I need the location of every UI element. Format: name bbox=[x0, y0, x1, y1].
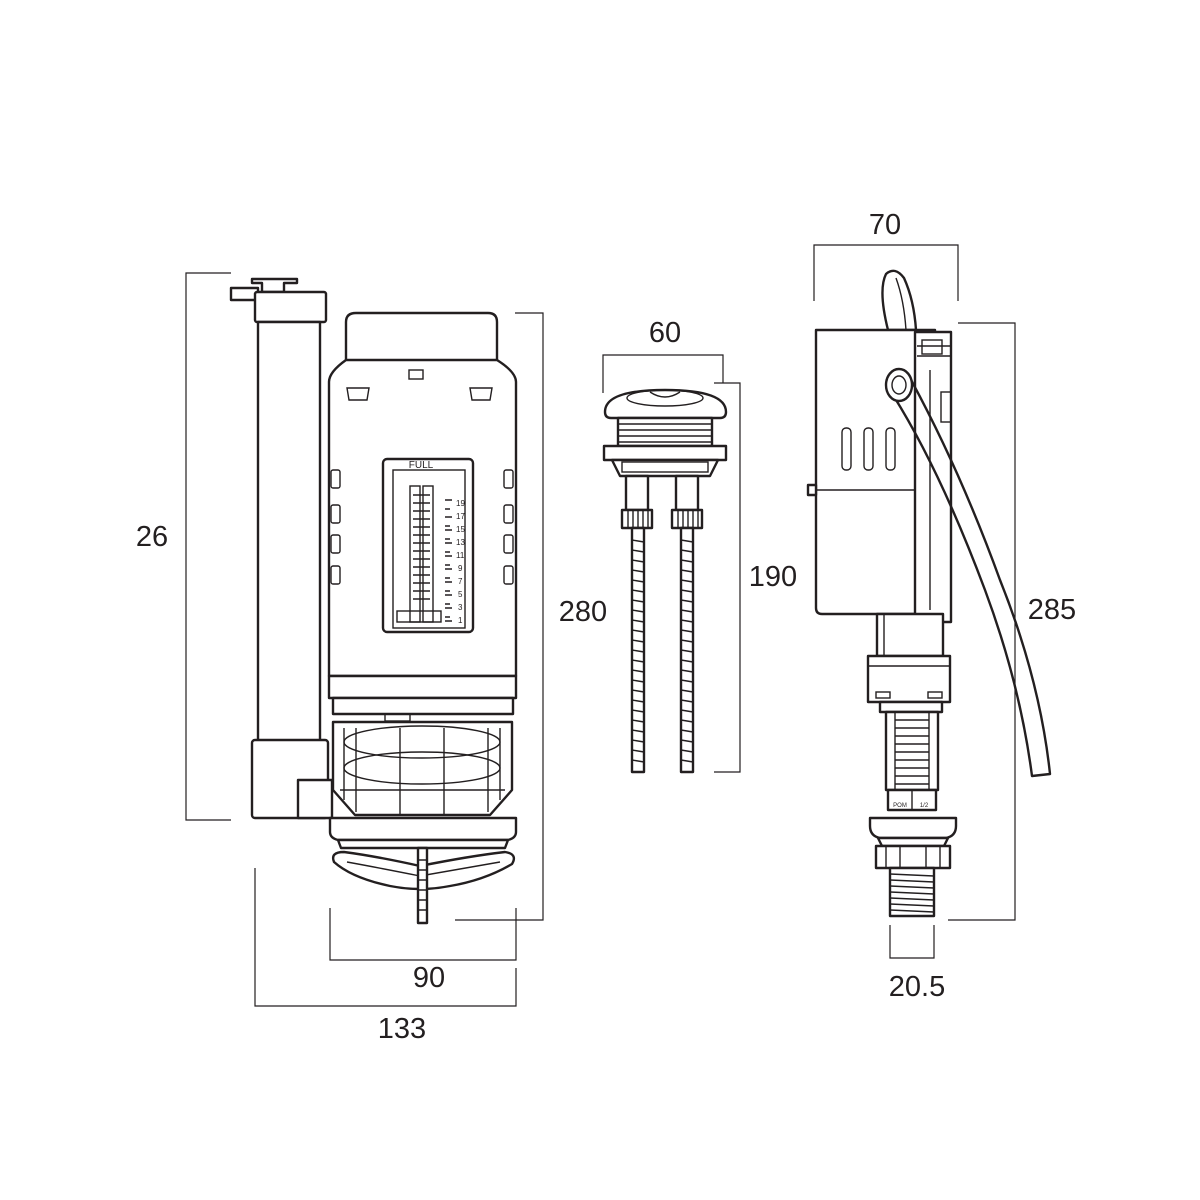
side-clips bbox=[330, 469, 514, 585]
dim-60: 60 bbox=[649, 317, 681, 349]
fill-valve-adjust-column: POM 1/2 bbox=[884, 710, 940, 812]
gauge-scale-11: 11 bbox=[456, 551, 465, 560]
flush-valve-rod bbox=[416, 846, 429, 925]
level-gauge: FULL 19 17 15 13 11 9 7 5 3 1 bbox=[381, 457, 475, 634]
dim-280: 280 bbox=[559, 596, 607, 628]
fill-valve-refill-tube bbox=[890, 374, 1052, 778]
overflow-cap bbox=[229, 277, 328, 324]
flush-valve-body: FULL 19 17 15 13 11 9 7 5 3 1 bbox=[327, 311, 518, 722]
gauge-scale-13: 13 bbox=[456, 538, 465, 547]
flush-valve-cage bbox=[331, 720, 514, 817]
overflow-tube bbox=[256, 320, 322, 744]
dimension-lines bbox=[185, 244, 1016, 1007]
dim-20-5: 20.5 bbox=[889, 971, 945, 1003]
gauge-scale-19: 19 bbox=[456, 499, 465, 508]
push-button-rod-right bbox=[670, 474, 704, 774]
fill-valve-tag-size: 1/2 bbox=[920, 803, 929, 809]
dim-26: 26 bbox=[136, 521, 168, 553]
gauge-scale-1: 1 bbox=[458, 616, 463, 625]
gauge-scale-7: 7 bbox=[458, 577, 463, 586]
gauge-scale-3: 3 bbox=[458, 603, 463, 612]
fill-valve-lower-body bbox=[866, 612, 952, 714]
gauge-scale-5: 5 bbox=[458, 590, 463, 599]
dim-90: 90 bbox=[413, 962, 445, 994]
fill-valve-shank bbox=[888, 866, 936, 918]
gauge-scale-9: 9 bbox=[458, 564, 463, 573]
gauge-full-label: FULL bbox=[409, 460, 434, 471]
flush-valve-seal bbox=[328, 816, 518, 842]
fill-valve-base-nut bbox=[868, 816, 958, 870]
gauge-scale-17: 17 bbox=[456, 512, 465, 521]
push-button-cap bbox=[603, 388, 728, 420]
dimension-labels: 26 280 90 133 60 190 70 285 20.5 bbox=[136, 209, 1076, 1045]
push-button-rod-left bbox=[620, 474, 654, 774]
flush-valve: FULL 19 17 15 13 11 9 7 5 3 1 bbox=[229, 277, 518, 925]
dim-133: 133 bbox=[378, 1013, 426, 1045]
gauge-scale-15: 15 bbox=[456, 525, 465, 534]
fill-valve: POM 1/2 bbox=[806, 269, 1052, 918]
push-button-assembly bbox=[602, 388, 728, 774]
dim-70: 70 bbox=[869, 209, 901, 241]
fill-valve-side-stem bbox=[913, 330, 953, 624]
fill-valve-tag-pom: POM bbox=[893, 803, 907, 809]
dim-190: 190 bbox=[749, 561, 797, 593]
dim-285: 285 bbox=[1028, 594, 1076, 626]
